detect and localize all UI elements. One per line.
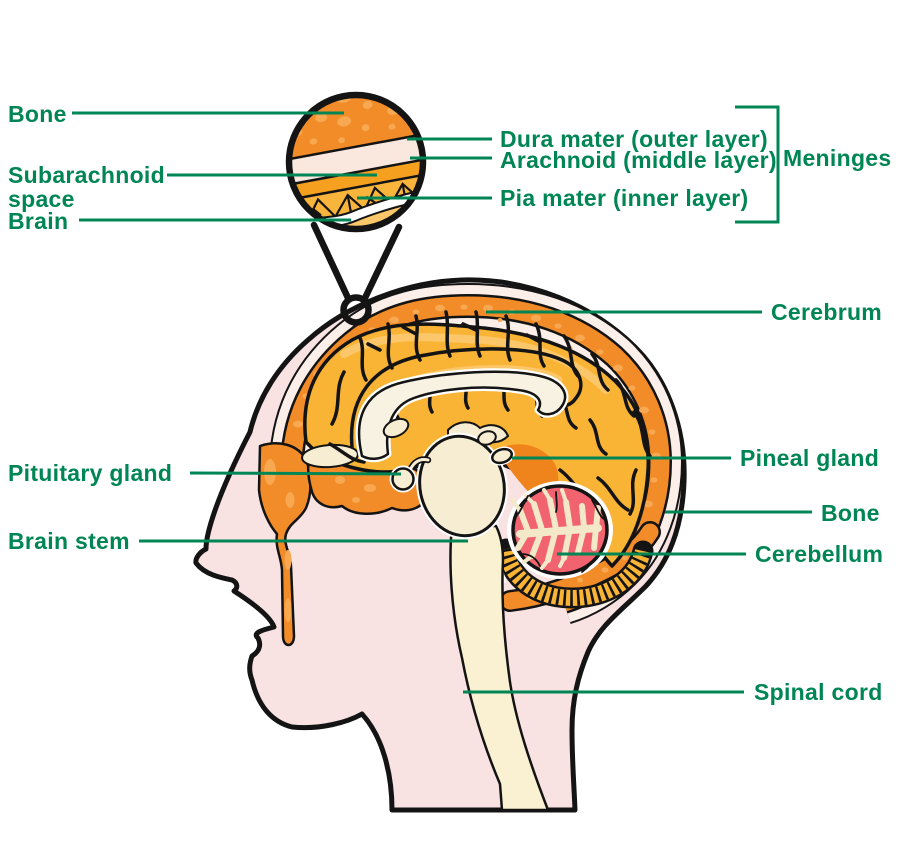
label-arachnoid: Arachnoid (middle layer) [500,147,777,173]
leader-pituitary [189,471,402,476]
pineal-shape [489,446,515,466]
label-pia: Pia mater (inner layer) [500,185,749,211]
cerebellum-fringe [495,538,654,609]
label-cerebellum: Cerebellum [755,541,883,567]
leader-lines [72,105,812,694]
pituitary-shape [389,456,432,493]
label-brain-stem: Brain stem [8,528,130,554]
inset-arachnoid-layer [289,154,423,203]
label-bone-right: Bone [821,500,880,526]
meninges-bracket [735,105,780,224]
label-subarachnoid-1: Subarachnoid [8,162,165,188]
label-brain: Brain [8,208,68,234]
corpus-callosum [355,368,569,463]
brain-stem-shape [416,430,508,540]
label-meninges: Meninges [783,145,891,171]
spinal-cord-shape [449,524,550,812]
magnifier-anchor-ring [340,294,372,326]
label-dura: Dura mater (outer layer) [500,126,768,152]
label-pineal: Pineal gland [740,445,879,471]
inset-layers [289,95,423,229]
labels: Bone Subarachnoid space Brain Dura mater… [8,101,891,705]
magnifier-ring [285,91,427,233]
label-bone-left: Bone [8,101,67,127]
label-cerebrum: Cerebrum [771,299,882,325]
head-illustration [193,277,687,813]
hypothalamus [382,417,410,439]
label-spinal-cord: Spinal cord [754,679,883,705]
arbor-vitae [510,488,602,570]
brain-light-rim [340,333,610,394]
label-subarachnoid-2: space [8,186,75,212]
label-pituitary: Pituitary gland [8,460,172,486]
